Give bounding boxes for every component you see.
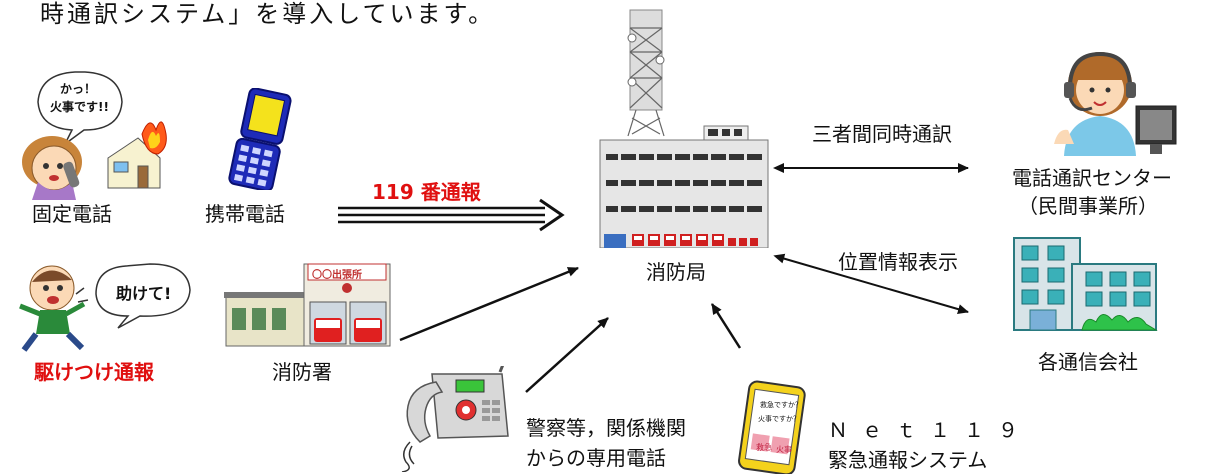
rush-report-illustration: 助けて! xyxy=(10,254,200,354)
location-info-arrow xyxy=(773,253,969,315)
operator-illustration xyxy=(1050,44,1180,156)
app-question-1: 救急ですか？ xyxy=(760,401,802,409)
app-button-emergency: 救急 xyxy=(756,443,772,452)
police-line-label-1: 警察等，関係機関 xyxy=(526,416,686,440)
telecom-building xyxy=(1012,236,1160,332)
fire-bubble-text-2: 火事です!! xyxy=(50,100,109,114)
telecom-label: 各通信会社 xyxy=(1038,350,1138,374)
fire-station-building: 〇〇出張所 xyxy=(224,262,392,348)
mobile-phone-label: 携帯電話 xyxy=(205,202,285,226)
fixed-phone-illustration: かっ！ 火事です!! xyxy=(10,70,170,200)
location-info-label: 位置情報表示 xyxy=(838,250,958,274)
rush-report-label: 駆けつけ通報 xyxy=(34,360,154,384)
fire-hq-label: 消防局 xyxy=(646,260,706,284)
fire-hq-building xyxy=(596,8,772,248)
app-button-fire: 火事 xyxy=(776,445,792,454)
intro-text: 時通訳システム」を導入しています。 xyxy=(40,0,496,28)
three-way-label: 三者間同時通訳 xyxy=(812,122,952,146)
interpreter-center-sublabel: （民間事業所） xyxy=(1018,194,1158,218)
police-line-label-2: からの専用電話 xyxy=(526,446,666,470)
police-line-arrow xyxy=(525,317,609,393)
fixed-phone-label: 固定電話 xyxy=(32,202,112,226)
desk-phone-icon xyxy=(392,366,512,472)
fire-station-arrow xyxy=(399,266,579,342)
net119-label-2: 緊急通報システム xyxy=(828,448,988,472)
fire-station-label: 消防署 xyxy=(272,360,332,384)
smartphone-icon: 救急ですか？ 火事ですか？ 救急 火事 xyxy=(732,380,812,474)
net119-label-1: Ｎｅｔ１１９ xyxy=(828,418,1032,442)
net119-arrow xyxy=(710,303,742,349)
report-119-arrow xyxy=(338,198,565,232)
interpreter-center-label: 電話通訳センター xyxy=(1012,166,1172,190)
fire-bubble-text-1: かっ！ xyxy=(60,82,97,96)
station-sign-text: 〇〇出張所 xyxy=(312,270,362,281)
mobile-phone-icon xyxy=(210,88,306,190)
help-bubble-text: 助けて! xyxy=(116,284,172,303)
app-question-2: 火事ですか？ xyxy=(758,415,800,423)
report-119-label: 119 番通報 xyxy=(372,180,481,204)
